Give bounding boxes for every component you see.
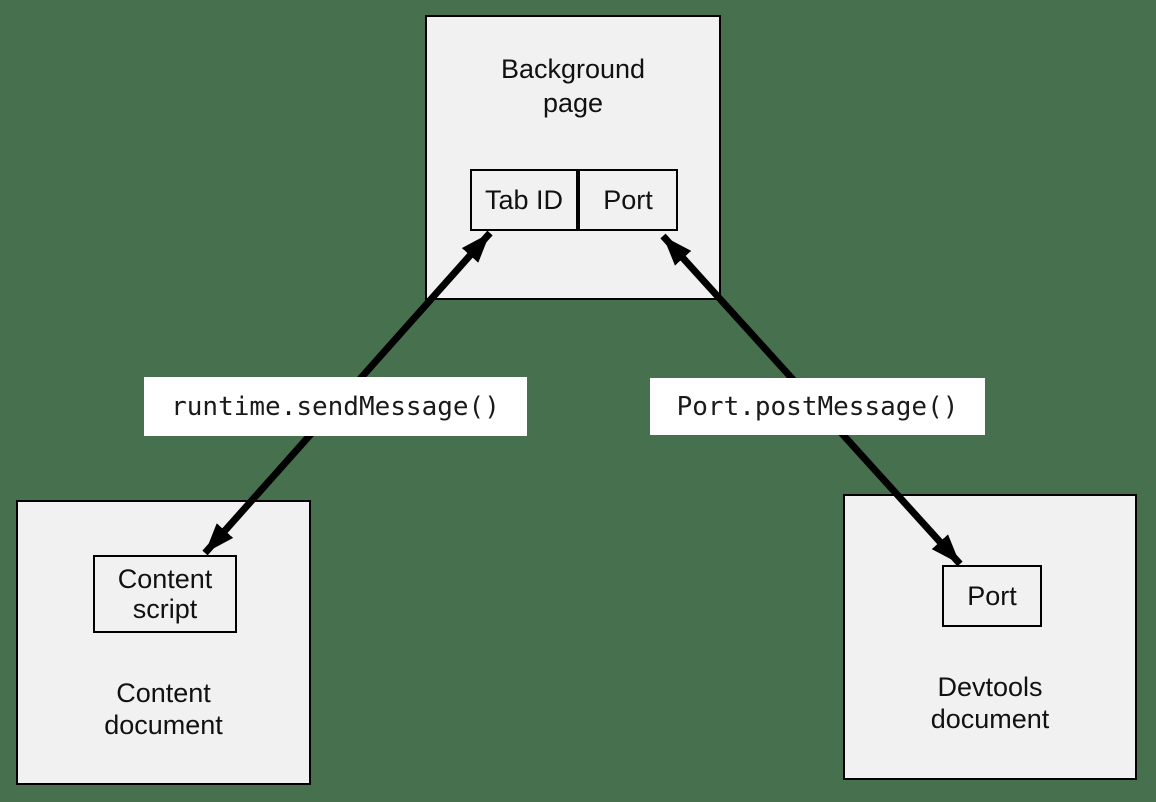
sendmessage-arrow-label: runtime.sendMessage() bbox=[144, 377, 527, 436]
background-page-title: Background page bbox=[500, 54, 646, 118]
background-page-box: Background page Tab ID Port bbox=[425, 15, 721, 300]
devtools-document-box: Port Devtools document bbox=[843, 494, 1137, 780]
devtools-document-title: Devtools document bbox=[930, 672, 1050, 734]
content-script-box: Content script bbox=[93, 555, 237, 633]
port-cell: Port bbox=[578, 169, 678, 231]
postmessage-arrow-label: Port.postMessage() bbox=[650, 378, 985, 435]
content-document-box: Content script Content document bbox=[16, 500, 311, 785]
tab-port-table: Tab ID Port bbox=[470, 169, 678, 231]
devtools-port-box: Port bbox=[942, 565, 1042, 627]
content-document-title: Content document bbox=[104, 678, 223, 740]
tab-id-cell: Tab ID bbox=[470, 169, 578, 231]
